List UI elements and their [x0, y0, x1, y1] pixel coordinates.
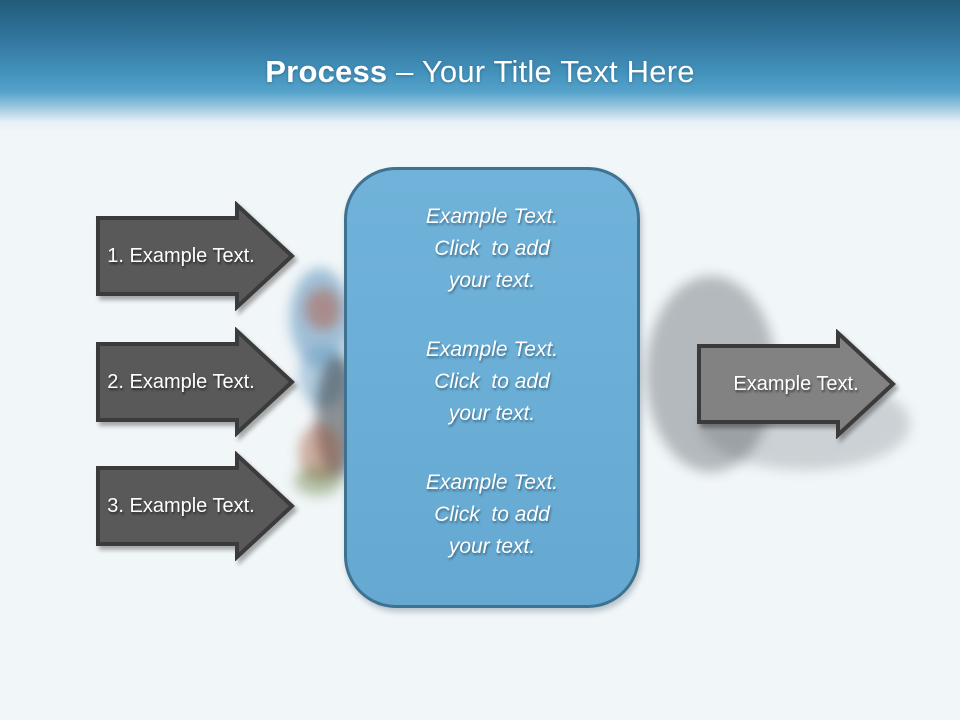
process-step-3-arrow[interactable]: 3. Example Text. — [95, 451, 297, 561]
step-3-label: 3. Example Text. — [107, 494, 255, 517]
center-text-panel[interactable]: Example Text. Click to add your text. Ex… — [344, 167, 640, 608]
panel-paragraph-3: Example Text. Click to add your text. — [425, 471, 559, 558]
center-text-panel-inner: Example Text. Click to add your text. Ex… — [347, 170, 637, 563]
slide-title[interactable]: Process – Your Title Text Here — [0, 54, 960, 90]
slide-title-separator: – — [387, 54, 422, 89]
arrow-polygon — [96, 327, 295, 437]
arrow-polygon — [697, 329, 896, 439]
process-step-1-arrow[interactable]: 1. Example Text. — [95, 201, 297, 311]
panel-paragraph-1: Example Text. Click to add your text. — [425, 205, 559, 292]
arrow-right-shape — [697, 329, 896, 439]
arrow-right-shape — [96, 201, 295, 311]
output-label: Example Text. — [733, 372, 859, 395]
step-1-label: 1. Example Text. — [107, 244, 255, 267]
arrow-right-shape — [96, 451, 295, 561]
arrow-polygon — [96, 201, 295, 311]
header-gradient-band — [0, 0, 960, 132]
arrow-right-shape — [96, 327, 295, 437]
slide-title-keyword: Process — [265, 54, 388, 89]
process-step-2-arrow[interactable]: 2. Example Text. — [95, 327, 297, 437]
step-2-label: 2. Example Text. — [107, 370, 255, 393]
process-output-arrow[interactable]: Example Text. — [696, 329, 898, 439]
arrow-polygon — [96, 451, 295, 561]
cable-wire-green-blob — [294, 466, 342, 496]
slide-title-text: Your Title Text Here — [421, 54, 695, 89]
cable-wire-red-blob — [305, 288, 341, 330]
cable-wire-orange-blob — [299, 424, 341, 482]
panel-paragraph-2: Example Text. Click to add your text. — [425, 338, 559, 425]
